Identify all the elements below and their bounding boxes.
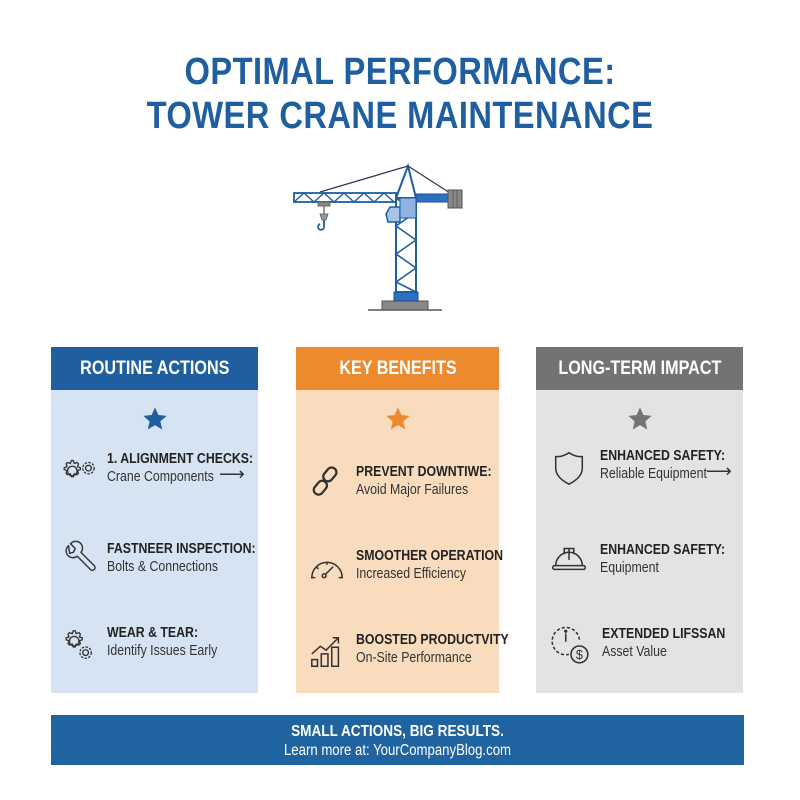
growth-chart-icon: [311, 636, 340, 668]
star-icon: [142, 407, 167, 430]
title-line-1: OPTIMAL PERFORMANCE:: [184, 51, 616, 93]
wrench-icon: [65, 540, 96, 571]
column-header: LONG-TERM IMPACT: [536, 347, 743, 390]
shield-icon: [554, 451, 584, 485]
column-long-term-impact: LONG-TERM IMPACT ENHANCED SAFETY: Reliab…: [536, 347, 743, 693]
item-title: WEAR & TEAR:: [107, 625, 199, 641]
page-title: OPTIMAL PERFORMANCE: TOWER CRANE MAINTEN…: [56, 50, 744, 138]
column-header: ROUTINE ACTIONS: [51, 347, 258, 390]
arrow-right-icon: ⟶: [219, 464, 245, 484]
gauge-icon: [311, 561, 343, 579]
list-item: ENHANCED SAFETY: Reliable Equipment ⟶: [536, 447, 743, 491]
list-item: WEAR & TEAR: Identify Issues Early: [51, 624, 258, 668]
chain-link-icon: [312, 466, 338, 496]
list-item: SMOOTHER OPERATION Increased Efficiency: [296, 547, 503, 591]
star-icon: [385, 407, 410, 430]
item-title: PREVENT DOWNTIWE:: [356, 464, 492, 480]
item-title: ENHANCED SAFETY:: [600, 542, 726, 558]
column-header: KEY BENEFITS: [296, 347, 499, 390]
svg-text:$: $: [576, 648, 583, 662]
list-item: PREVENT DOWNTIWE: Avoid Major Failures: [296, 463, 499, 507]
footer-banner: SMALL ACTIONS, BIG RESULTS. Learn more a…: [51, 715, 744, 765]
item-title: 1. ALIGNMENT CHECKS:: [107, 451, 254, 467]
star-icon: [627, 407, 652, 430]
column-routine-actions: ROUTINE ACTIONS 1. ALIGNMENT CHECKS: Cra…: [51, 347, 258, 693]
item-subtitle: Crane Components: [107, 469, 214, 485]
item-title: ENHANCED SAFETY:: [600, 448, 726, 464]
item-title: EXTENDED LIFSSAN: [602, 626, 726, 642]
column-key-benefits: KEY BENEFITS PREVENT DOWNTIWE: Avoid Maj…: [296, 347, 509, 693]
list-item: 1. ALIGNMENT CHECKS: Crane Components ⟶: [51, 450, 258, 494]
item-title: FASTNEER INSPECTION:: [107, 541, 256, 557]
clock-dollar-icon: $: [551, 626, 589, 664]
gears-icon: [65, 630, 92, 659]
item-title: BOOSTED PRODUCTVITY: [356, 632, 509, 648]
item-subtitle: Bolts & Connections: [107, 559, 218, 575]
list-item: BOOSTED PRODUCTVITY On-Site Performance: [296, 631, 509, 675]
item-title: SMOOTHER OPERATION: [356, 548, 503, 564]
arrow-right-icon: ⟶: [706, 461, 732, 481]
gears-icon: [63, 459, 95, 478]
item-subtitle: Increased Efficiency: [356, 566, 467, 582]
item-subtitle: Avoid Major Failures: [356, 482, 469, 498]
list-item: $ EXTENDED LIFSSAN Asset Value: [536, 625, 743, 669]
item-subtitle: Asset Value: [602, 644, 667, 660]
tower-crane-icon: [290, 160, 480, 315]
item-subtitle: Equipment: [600, 560, 659, 576]
item-subtitle: Identify Issues Early: [107, 643, 218, 659]
item-subtitle: Reliable Equipment: [600, 466, 707, 482]
footer-link[interactable]: Learn more at: YourCompanyBlog.com: [283, 742, 512, 759]
hard-hat-icon: [552, 547, 586, 571]
footer-tagline: SMALL ACTIONS, BIG RESULTS.: [291, 723, 504, 740]
list-item: ENHANCED SAFETY: Equipment: [536, 541, 743, 585]
title-line-2: TOWER CRANE MAINTENANCE: [146, 95, 654, 137]
list-item: FASTNEER INSPECTION: Bolts & Connections: [51, 540, 258, 584]
item-subtitle: On-Site Performance: [356, 650, 472, 666]
